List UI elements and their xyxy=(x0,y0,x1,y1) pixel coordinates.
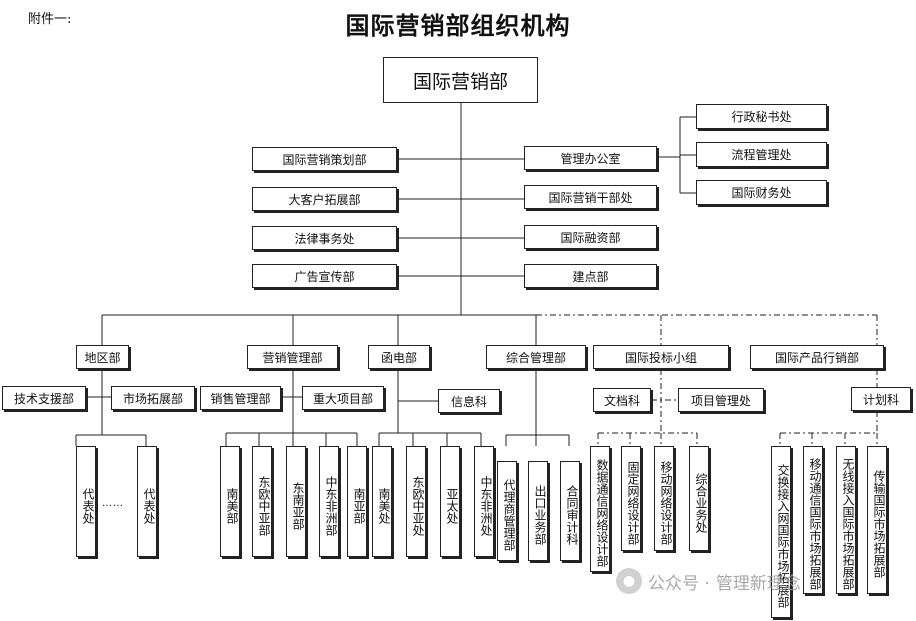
product-unit: 移动通信国际市场拓展部 xyxy=(803,446,823,594)
product-unit: 交换接入网国际市场拓展部 xyxy=(771,446,791,618)
attachment-label: 附件一: xyxy=(28,12,72,27)
telecom-unit: 中东非洲处 xyxy=(474,446,494,557)
office-subunit-3: 国际财务处 xyxy=(696,180,827,205)
division-product: 国际产品行销部 xyxy=(750,345,884,369)
general-unit: 代理商管理部 xyxy=(497,461,517,561)
mkt-sub-sales-mgmt: 销售管理部 xyxy=(200,386,281,410)
general-unit: 出口业务部 xyxy=(528,461,548,561)
root-node: 国际营销部 xyxy=(383,57,538,103)
bidding-unit: 数据通信网络设计部 xyxy=(590,446,610,572)
division-region: 地区部 xyxy=(76,345,129,369)
watermark-name: 管理新理念 xyxy=(715,573,801,594)
mkt-unit: 东欧中亚部 xyxy=(252,446,272,557)
staff-left-4: 广告宣传部 xyxy=(252,264,397,288)
region-unit: 代表处 xyxy=(76,446,96,557)
division-general-mgmt: 综合管理部 xyxy=(486,345,586,369)
telecom-unit: 亚太处 xyxy=(440,446,460,557)
mkt-unit: 中东非洲部 xyxy=(319,446,339,557)
staff-right-2: 国际营销干部处 xyxy=(524,185,657,209)
division-telecom: 函电部 xyxy=(368,345,430,369)
region-ellipsis: …… xyxy=(102,498,124,509)
product-unit: 传输国际市场拓展部 xyxy=(867,446,887,594)
region-unit: 代表处 xyxy=(137,446,157,557)
staff-left-3: 法律事务处 xyxy=(252,226,397,250)
bidding-sub-docs: 文档科 xyxy=(593,388,651,412)
region-sub-market-expansion: 市场拓展部 xyxy=(111,386,195,410)
general-unit: 合同审计科 xyxy=(560,461,580,561)
mkt-unit: 东南亚部 xyxy=(286,446,306,557)
division-bidding: 国际投标小组 xyxy=(593,345,729,369)
bidding-unit: 固定网络设计部 xyxy=(621,446,641,551)
staff-left-1: 国际营销策划部 xyxy=(252,147,397,171)
wechat-icon: ● xyxy=(616,568,642,594)
mkt-unit: 南亚部 xyxy=(347,446,367,557)
product-unit: 无线接入国际市场拓展部 xyxy=(836,446,856,594)
telecom-unit: 东欧中亚处 xyxy=(406,446,426,557)
office-subunit-1: 行政秘书处 xyxy=(696,104,827,129)
bidding-sub-project-mgmt: 项目管理处 xyxy=(678,388,764,412)
staff-right-3: 国际融资部 xyxy=(524,225,657,249)
telecom-sub-info: 信息科 xyxy=(438,389,500,413)
bidding-unit: 综合业务处 xyxy=(689,446,709,551)
telecom-unit: 南美处 xyxy=(372,446,392,557)
mkt-sub-major-projects: 重大项目部 xyxy=(302,386,384,410)
region-sub-tech-support: 技术支援部 xyxy=(2,386,86,410)
bidding-unit: 移动网络设计部 xyxy=(654,446,674,551)
product-sub-planning: 计划科 xyxy=(851,387,911,411)
page-title: 国际营销部组织机构 xyxy=(345,11,571,40)
staff-right-1: 管理办公室 xyxy=(524,146,657,170)
staff-left-2: 大客户拓展部 xyxy=(252,187,397,211)
watermark: ● 公众号 · 管理新理念 xyxy=(616,568,801,594)
division-marketing-mgmt: 营销管理部 xyxy=(247,345,338,369)
office-subunit-2: 流程管理处 xyxy=(696,142,827,167)
staff-right-4: 建点部 xyxy=(524,264,657,288)
watermark-prefix: 公众号 · xyxy=(648,573,710,594)
mkt-unit: 南美部 xyxy=(220,446,240,557)
